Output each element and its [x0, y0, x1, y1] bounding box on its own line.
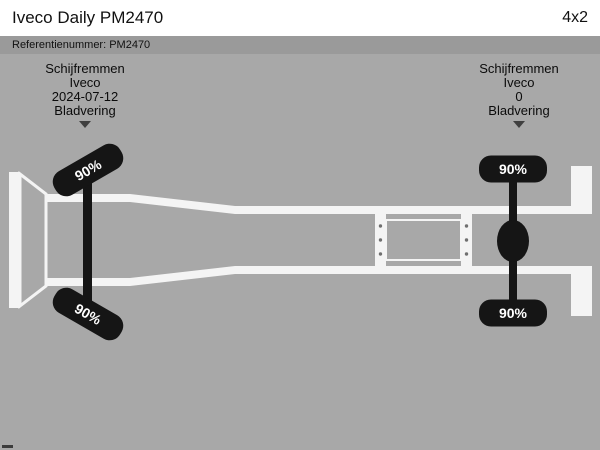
rear-left-wheel: 90% [479, 155, 547, 183]
front-axle-info: Schijfremmen Iveco 2024-07-12 Bladvering [0, 62, 170, 128]
page-title: Iveco Daily PM2470 [12, 8, 164, 27]
rear-mount-bottom [571, 274, 592, 316]
axle-configuration-label: 4x2 [562, 9, 588, 26]
rear-axle-value: 0 [515, 89, 523, 104]
front-axle-beam [83, 166, 92, 318]
rear-axle-suspension: Bladvering [488, 103, 550, 118]
rear-mount-top [571, 166, 592, 206]
rivet-dot [464, 252, 469, 256]
rivet-dot [378, 224, 383, 228]
front-bumper [9, 172, 20, 308]
cross-member [385, 219, 462, 261]
wheel-shape [52, 287, 124, 341]
reference-bar: Referentienummer: PM2470 [0, 36, 600, 54]
wheel-shape [52, 143, 124, 197]
frame-rail-top [46, 194, 592, 214]
rivet-dot [378, 238, 383, 242]
rivet-dot [464, 238, 469, 242]
corner-mark [2, 445, 13, 448]
rear-axle-brand: Iveco [503, 75, 535, 90]
front-axle-suspension: Bladvering [54, 103, 116, 118]
reference-number: Referentienummer: PM2470 [12, 39, 151, 51]
pointer-down-icon [513, 121, 525, 128]
rear-right-wheel: 90% [479, 299, 547, 327]
wheel-shape [479, 155, 547, 183]
front-axle-group: 90% 90% [52, 143, 124, 341]
diagram-area: Schijfremmen Iveco 2024-07-12 Bladvering… [0, 54, 600, 450]
rivet-dot [464, 224, 469, 228]
chassis-frame [9, 166, 592, 316]
front-axle-date: 2024-07-12 [51, 89, 119, 104]
rear-axle-info: Schijfremmen Iveco 0 Bladvering [434, 62, 600, 128]
rear-axle-brake-type: Schijfremmen [479, 61, 559, 76]
front-axle-brand: Iveco [69, 75, 101, 90]
front-axle-brake-type: Schijfremmen [45, 61, 125, 76]
wheel-shape [479, 299, 547, 327]
front-nose-outline [18, 170, 48, 310]
frame-rail-bottom [46, 266, 592, 286]
rear-axle-group: 90% 90% [479, 155, 547, 327]
rear-left-wheel-label: 90% [499, 161, 528, 177]
chassis-diagram: 90% 90% 90% 90% [9, 143, 592, 341]
differential [497, 220, 529, 262]
rear-right-wheel-label: 90% [499, 305, 528, 321]
title-bar: Iveco Daily PM2470 4x2 [0, 0, 600, 36]
pointer-down-icon [79, 121, 91, 128]
rivet-dot [378, 252, 383, 256]
